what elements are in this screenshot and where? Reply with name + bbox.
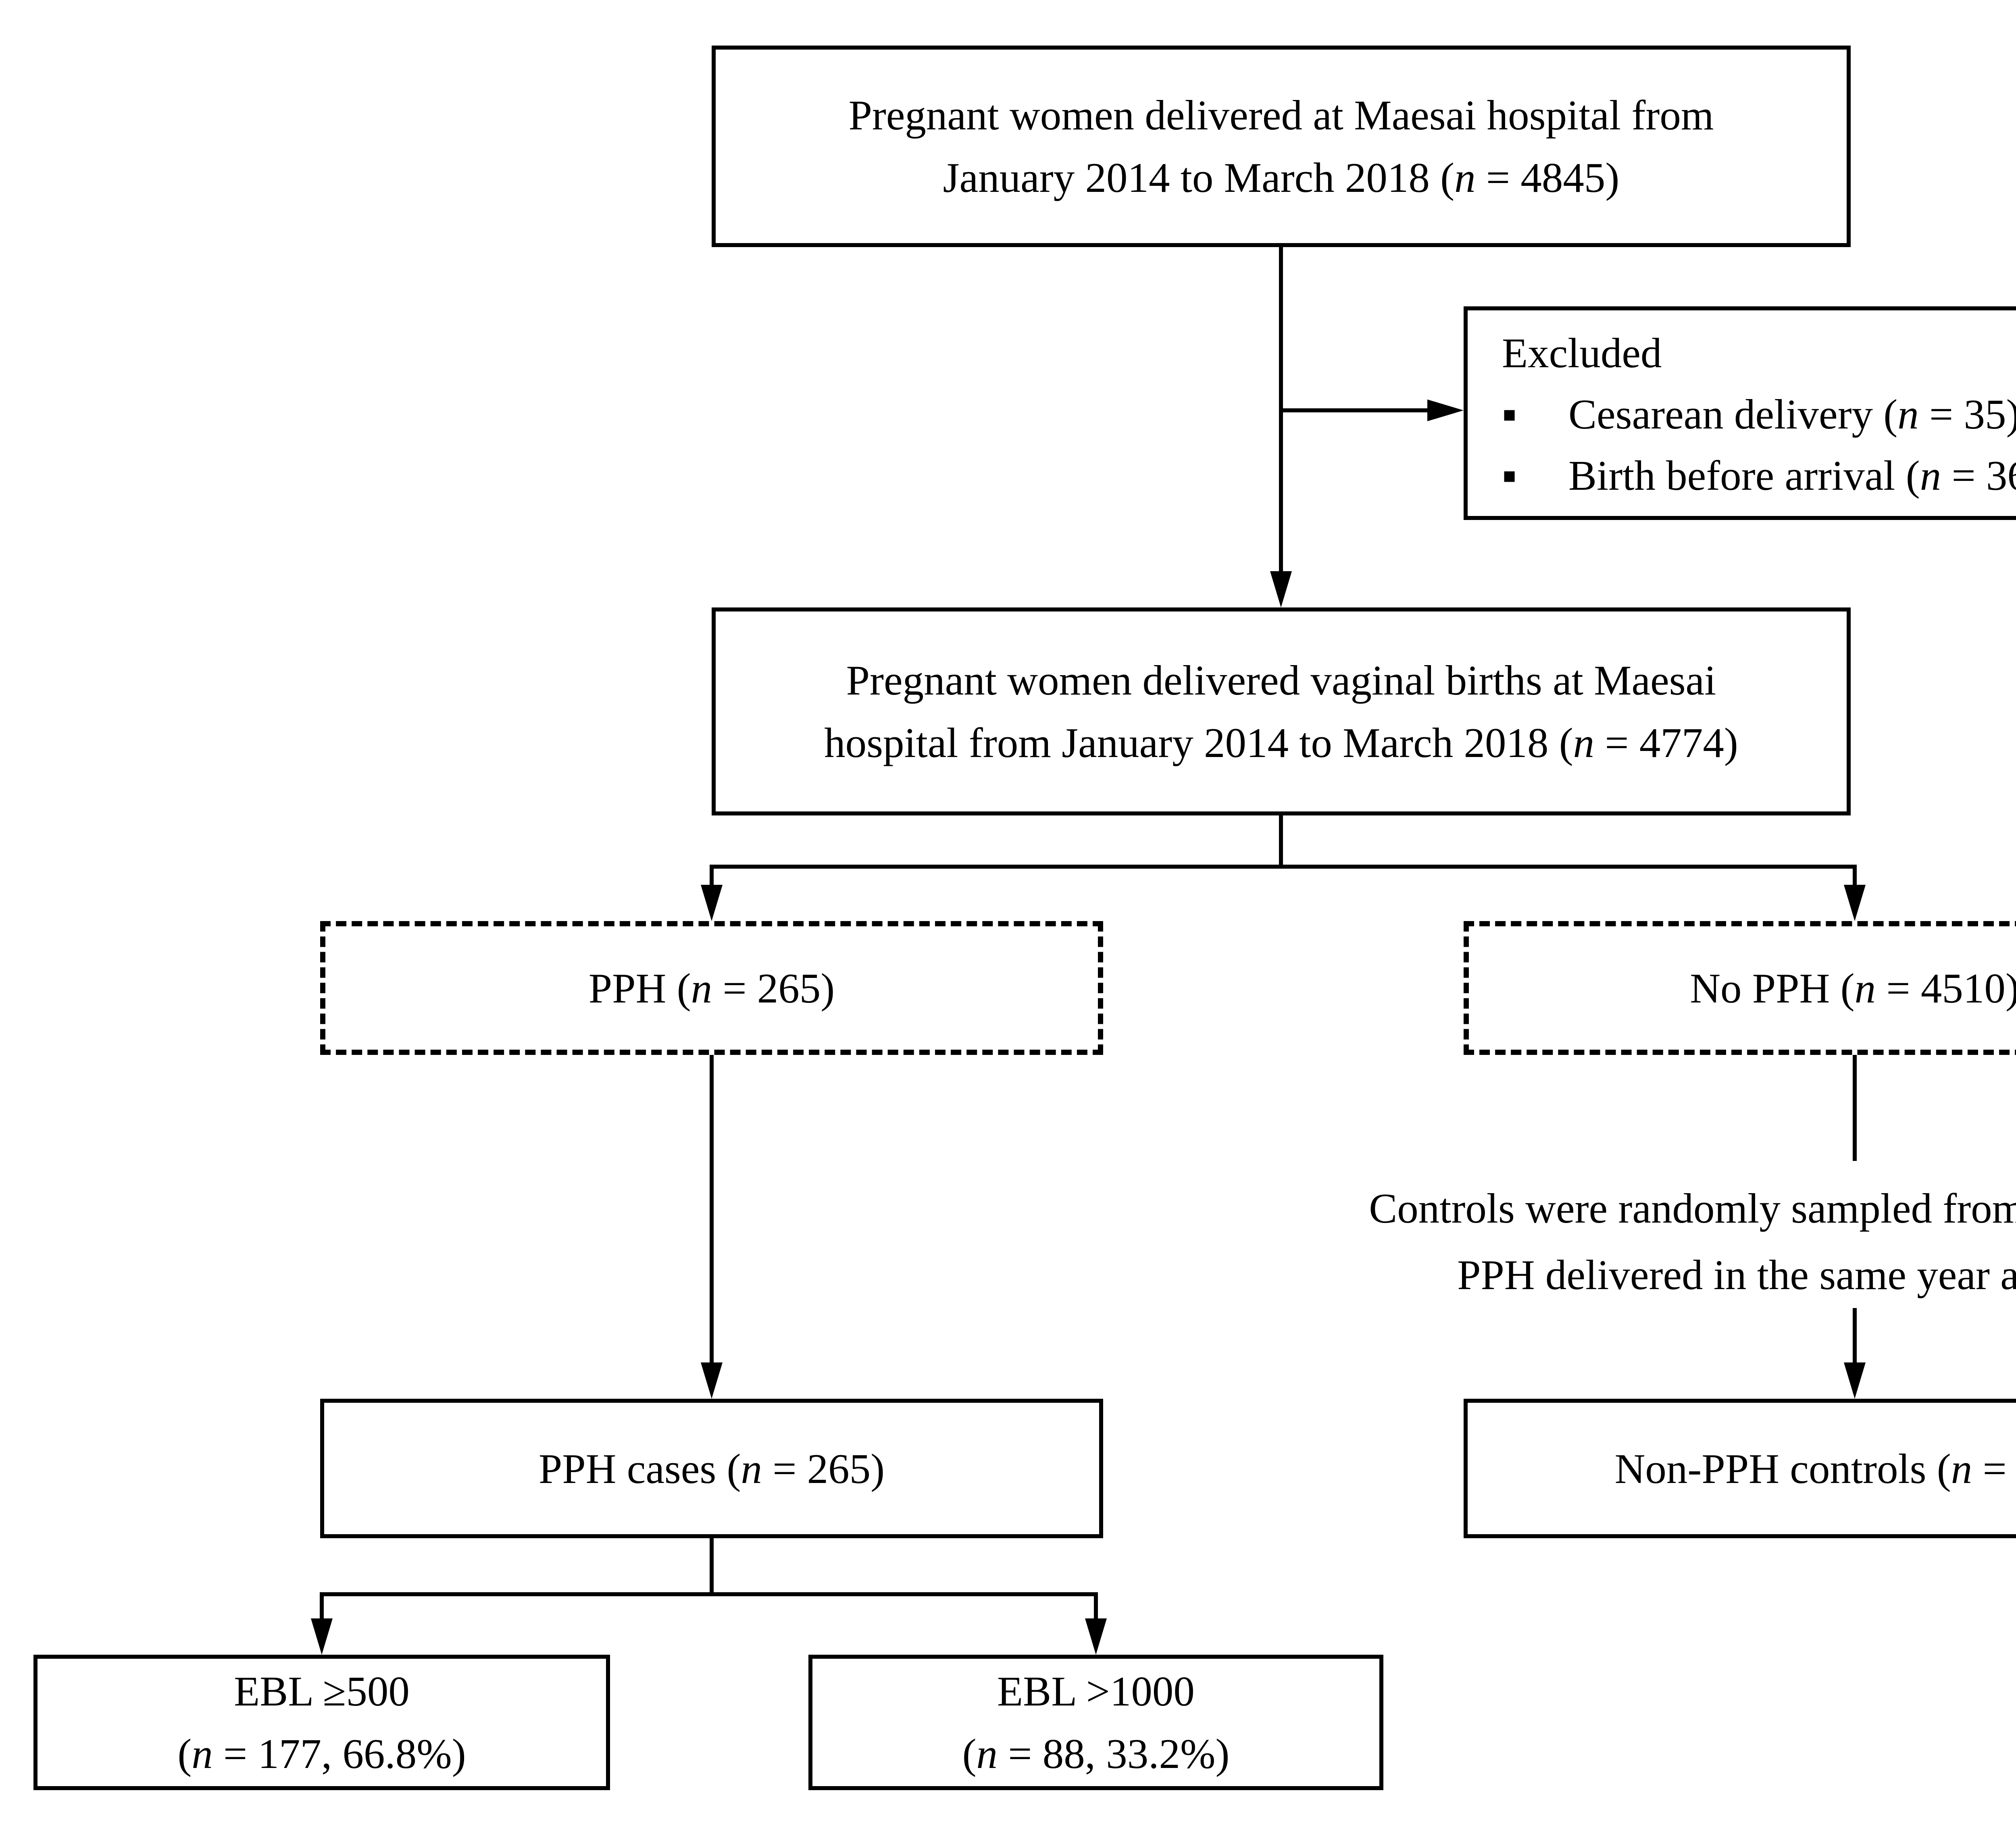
text-run: = 177, 66.8%) [212, 1730, 466, 1777]
box-total-deliveries: Pregnant women delivered at Maesai hospi… [712, 46, 1851, 247]
text-line: Controls were randomly sampled from wome… [1282, 1175, 2016, 1242]
text-run: = 88, 33.2%) [998, 1730, 1230, 1777]
text-run: n [691, 964, 712, 1012]
text-line: (n = 88, 33.2%) [962, 1722, 1230, 1785]
text-line: ▪ Cesarean delivery (n = 35) [1502, 384, 2016, 445]
text-run: = 530) [1983, 1445, 2016, 1492]
text-run: Birth before arrival ( [1568, 452, 1920, 499]
text-line: Excluded [1502, 322, 1662, 384]
arrowhead-to-ebl1000-icon [1085, 1618, 1107, 1655]
text-line: PPH cases (n = 265) [539, 1437, 885, 1500]
text-run: n [1454, 154, 1476, 201]
text-run: Cesarean delivery ( [1568, 391, 1898, 438]
box-pph-cases: PPH cases (n = 265) [320, 1399, 1103, 1538]
arrowhead-to-nopph-icon [1844, 885, 1866, 921]
text-run: hospital from January 2014 to March 2018… [824, 719, 1573, 766]
text-line: ▪ Birth before arrival (n = 36) [1502, 445, 2016, 506]
text-run: = 4845) [1475, 154, 1620, 201]
text-run: n [192, 1730, 213, 1777]
text-line: (n = 177, 66.8%) [177, 1722, 466, 1785]
arrowhead-to-ebl500-icon [311, 1618, 333, 1655]
text-run: n [1897, 391, 1919, 438]
box-pph: PPH (n = 265) [320, 921, 1103, 1055]
text-run: = 4774) [1594, 719, 1738, 766]
text-line: January 2014 to March 2018 (n = 4845) [943, 146, 1620, 209]
text-run: Excluded [1502, 329, 1662, 376]
text-run: n [1951, 1445, 1972, 1492]
text-run: n [1854, 964, 1876, 1012]
text-run: PPH delivered in the same year as case (… [1457, 1251, 2016, 1298]
text-run: PPH cases ( [538, 1445, 741, 1492]
text-run: Pregnant women delivered vaginal births … [846, 657, 1716, 704]
text-line: No PPH (n = 4510) [1690, 957, 2016, 1019]
controls-sampling-note: Controls were randomly sampled from wome… [1282, 1175, 2016, 1308]
text-line: Pregnant women delivered at Maesai hospi… [848, 84, 1714, 146]
text-line: Non-PPH controls (n = 530) [1615, 1437, 2016, 1500]
text-run: ( [962, 1730, 977, 1777]
text-run: EBL ≥500 [234, 1668, 410, 1715]
text-run: = 35) [1918, 391, 2016, 438]
text-line: hospital from January 2014 to March 2018… [824, 711, 1738, 774]
arrowhead-to-vaginal-icon [1270, 571, 1292, 607]
text-run: Controls were randomly sampled from wome… [1369, 1185, 2016, 1232]
text-line: PPH (n = 265) [589, 957, 835, 1019]
text-run: Non-PPH controls ( [1614, 1445, 1951, 1492]
text-run: PPH ( [588, 964, 691, 1012]
text-run: n [741, 1445, 762, 1492]
text-run: = 265) [712, 964, 835, 1012]
box-ebl-gt-1000: EBL >1000 (n = 88, 33.2%) [808, 1655, 1383, 1790]
text-run: n [976, 1730, 998, 1777]
text-run: Pregnant women delivered at Maesai hospi… [848, 92, 1714, 139]
text-run: = 4510) [1876, 964, 2016, 1012]
text-run: ( [177, 1730, 192, 1777]
text-line: EBL >1000 [997, 1660, 1195, 1722]
arrowhead-to-cases-icon [701, 1362, 723, 1399]
box-vaginal-births: Pregnant women delivered vaginal births … [712, 607, 1851, 815]
arrowhead-to-excluded-icon [1427, 399, 1464, 421]
box-non-pph-controls: Non-PPH controls (n = 530) [1464, 1399, 2016, 1538]
box-ebl-ge-500: EBL ≥500 (n = 177, 66.8%) [33, 1655, 610, 1790]
text-run: = 265) [762, 1445, 885, 1492]
arrowhead-to-controls-icon [1844, 1362, 1866, 1399]
box-excluded: Excluded▪Cesarean delivery (n = 35)▪Birt… [1464, 306, 2016, 520]
text-line: Pregnant women delivered vaginal births … [846, 649, 1716, 711]
square-bullet-icon: ▪ [1502, 452, 1517, 499]
square-bullet-icon: ▪ [1502, 391, 1517, 438]
text-run: n [1920, 452, 1941, 499]
text-run: EBL >1000 [997, 1668, 1195, 1715]
text-run: No PPH ( [1690, 964, 1855, 1012]
text-run: n [1573, 719, 1595, 766]
text-line: PPH delivered in the same year as case (… [1282, 1242, 2016, 1308]
text-line: EBL ≥500 [234, 1660, 410, 1722]
text-run: January 2014 to March 2018 ( [943, 154, 1455, 201]
box-no-pph: No PPH (n = 4510) [1464, 921, 2016, 1055]
arrowhead-to-pph-icon [701, 885, 723, 921]
text-run: = 36) [1951, 452, 2016, 499]
